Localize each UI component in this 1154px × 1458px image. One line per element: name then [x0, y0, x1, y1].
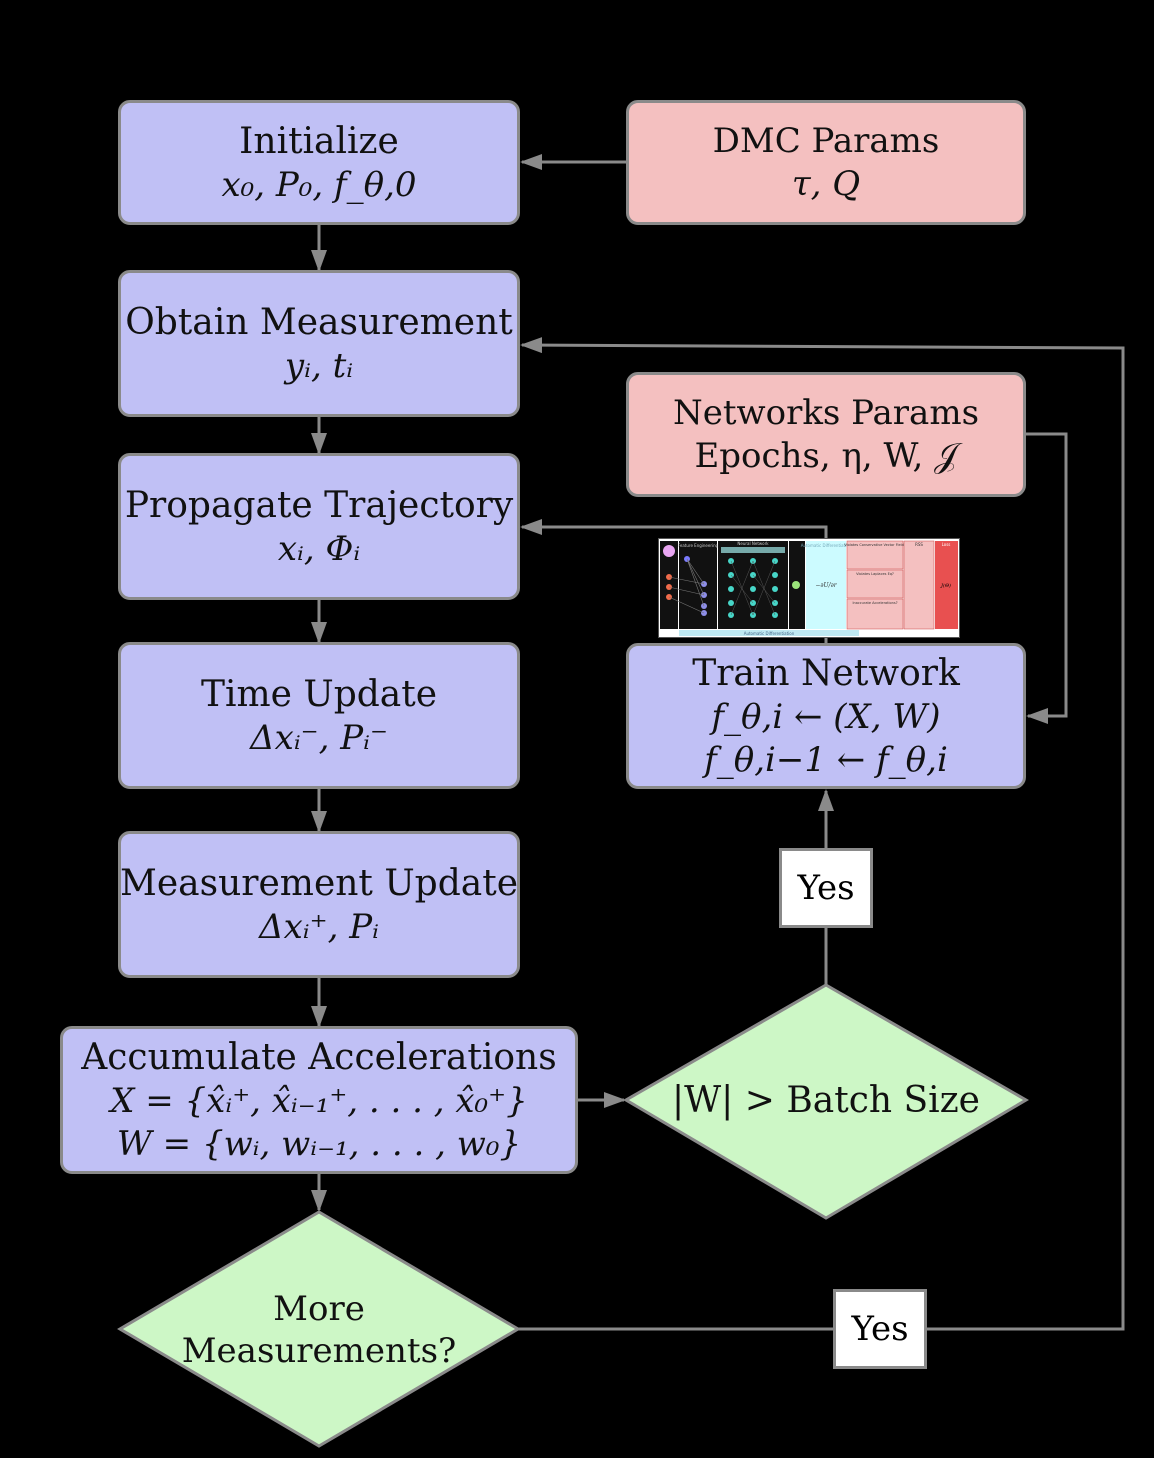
constraint-label-1: Violates Conservative Vector Field?	[844, 543, 905, 547]
time-update-math: Δxᵢ⁻, Pᵢ⁻	[250, 717, 388, 758]
autodiff-bottom-label: Automatic Differentiation	[744, 631, 795, 636]
rss-panel	[903, 540, 935, 630]
propagate-trajectory-title: Propagate Trajectory	[124, 484, 514, 526]
propagate-trajectory-math: xᵢ, Φᵢ	[277, 528, 361, 569]
time-update-title: Time Update	[200, 673, 438, 715]
initialize-title: Initialize	[239, 120, 399, 162]
propagate-trajectory-box: Propagate Trajectory xᵢ, Φᵢ	[118, 453, 520, 600]
measurement-update-math: Δxᵢ⁺, Pᵢ	[259, 906, 379, 947]
feature-engineering-label: Feature Engineering	[678, 543, 719, 548]
constraint-label-2: Violates Laplaces Eq?	[856, 572, 894, 576]
yes-label-batch: Yes	[779, 848, 873, 928]
decision-batch-size-label: |W| > Batch Size	[672, 1079, 980, 1121]
decision-more-line1: More	[273, 1288, 365, 1329]
dmc-params-math: τ, Q	[791, 163, 861, 204]
train-network-math-2: f_θ,i−1 ← f_θ,i	[704, 739, 948, 780]
obtain-measurement-box: Obtain Measurement yᵢ, tᵢ	[118, 270, 520, 417]
decision-more-label-wrap: More Measurements?	[120, 1280, 518, 1380]
networks-params-box: Networks Params Epochs, η, W, 𝒥	[626, 372, 1026, 497]
train-network-math-1: f_θ,i ← (X, W)	[711, 697, 941, 737]
time-update-box: Time Update Δxᵢ⁻, Pᵢ⁻	[118, 642, 520, 789]
accumulate-math-1: X = {x̂ᵢ⁺, x̂ᵢ₋₁⁺, . . . , x̂₀⁺}	[110, 1081, 528, 1121]
decision-more-measurements	[117, 1210, 521, 1448]
network-architecture-figure: Feature Engineering Neural Network Autom…	[658, 538, 960, 638]
dmc-params-box: DMC Params τ, Q	[626, 100, 1026, 225]
network-figure-svg: Feature Engineering Neural Network Autom…	[659, 539, 959, 637]
arrow-yes-to-obtain	[520, 337, 1125, 1331]
measurement-update-title: Measurement Update	[120, 862, 519, 904]
measurement-update-box: Measurement Update Δxᵢ⁺, Pᵢ	[118, 831, 520, 978]
loss-panel	[935, 541, 958, 629]
dmc-params-title: DMC Params	[712, 121, 940, 161]
constraint-label-3: Inaccurate Accelerations?	[852, 601, 897, 605]
obtain-measurement-title: Obtain Measurement	[125, 301, 513, 343]
networks-params-title: Networks Params	[672, 393, 980, 433]
accumulate-math-2: W = {wᵢ, wᵢ₋₁, . . . , w₀}	[116, 1123, 522, 1164]
svg-text:J(Θ): J(Θ)	[940, 582, 951, 589]
initialize-math: x₀, P₀, f_θ,0	[221, 164, 417, 205]
neural-network-label: Neural Network	[737, 541, 769, 546]
rss-label: RSS	[915, 542, 923, 547]
decision-more-line2: Measurements?	[181, 1331, 457, 1371]
decision-batch-size	[623, 983, 1029, 1220]
initialize-box: Initialize x₀, P₀, f_θ,0	[118, 100, 520, 225]
decision-batch-size-label-wrap: |W| > Batch Size	[626, 1060, 1026, 1140]
train-network-box: Train Network f_θ,i ← (X, W) f_θ,i−1 ← f…	[626, 643, 1026, 789]
yes-label-more: Yes	[833, 1289, 927, 1369]
autodiff-panel	[806, 541, 846, 629]
obtain-measurement-math: yᵢ, tᵢ	[284, 345, 354, 386]
svg-text:−∂U/∂r: −∂U/∂r	[815, 582, 837, 589]
constraint-panel-3	[846, 598, 904, 630]
accumulate-accelerations-box: Accumulate Accelerations X = {x̂ᵢ⁺, x̂ᵢ₋…	[60, 1026, 578, 1174]
accumulate-title: Accumulate Accelerations	[81, 1037, 557, 1078]
constraint-panel-2	[846, 569, 904, 599]
feature-engineering-panel	[679, 541, 717, 629]
networks-params-math: Epochs, η, W, 𝒥	[694, 435, 958, 476]
constraint-panel-1	[846, 540, 904, 570]
arrow-networks-to-train	[1026, 432, 1068, 724]
autodiff-label: Automatic Differentiation	[801, 543, 852, 548]
loss-label: Loss	[942, 542, 951, 547]
input-node-x	[663, 545, 675, 557]
train-network-title: Train Network	[692, 653, 960, 694]
